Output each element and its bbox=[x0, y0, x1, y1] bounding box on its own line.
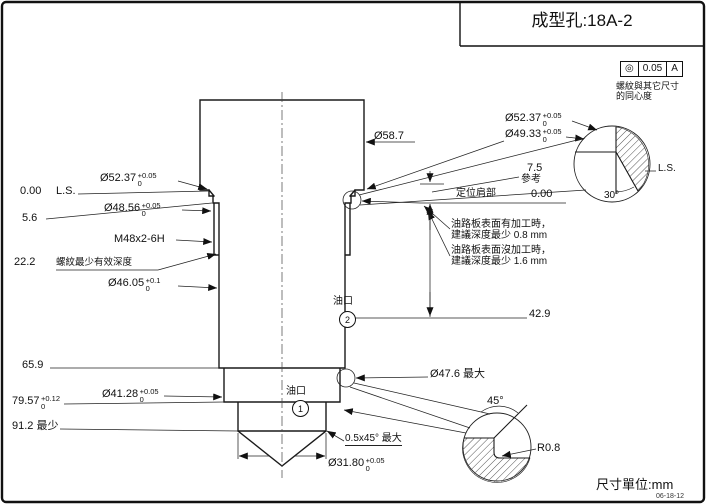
gdt-note-line2: 的同心度 bbox=[616, 91, 653, 101]
dimension-lines bbox=[45, 120, 598, 460]
ls-label-left: L.S. bbox=[56, 185, 76, 197]
note-unmachined-line1: 油路板表面沒加工時， bbox=[451, 245, 551, 256]
dim-65-9: 65.9 bbox=[22, 359, 44, 371]
dim-dia-58-7: Ø58.7 bbox=[374, 130, 404, 142]
oil-port-2-label: 油口 bbox=[333, 296, 353, 307]
datum-zero-left: 0.00 bbox=[20, 185, 42, 197]
detail-view-shoulder bbox=[573, 125, 656, 203]
angle-30-label: 30° bbox=[604, 190, 620, 201]
detail-balloons bbox=[336, 190, 362, 388]
gdt-tolerance: 0.05 bbox=[639, 62, 668, 76]
dim-thread-m48: M48x2-6H bbox=[114, 233, 165, 245]
oil-port-1-balloon: 1 bbox=[292, 400, 309, 417]
ls-label-detail: L.S. bbox=[658, 163, 676, 174]
dim-7-5: 7.5 bbox=[527, 162, 543, 174]
angle-45-label: 45° bbox=[487, 395, 504, 407]
gdt-frame: ◎ 0.05 A bbox=[620, 61, 683, 77]
oil-port-2-balloon: 2 bbox=[339, 311, 356, 328]
dim-91-2-min: 91.2 最少 bbox=[12, 420, 59, 432]
reference-label: 參考 bbox=[521, 174, 541, 185]
concentricity-icon: ◎ bbox=[621, 62, 639, 76]
note-unmachined-line2: 建議深度最少 1.6 mm bbox=[451, 256, 548, 267]
corner-note: 06-18-12 bbox=[656, 493, 685, 500]
gdt-datum: A bbox=[671, 63, 678, 74]
drawing-title: 成型孔:18A-2 bbox=[531, 11, 633, 30]
dim-22-2: 22.2 bbox=[14, 256, 36, 268]
dim-dia-47-6-max: Ø47.6 最大 bbox=[430, 368, 486, 380]
locating-shoulder-label: 定位肩部 bbox=[456, 188, 496, 199]
units-label: 尺寸單位:mm bbox=[596, 477, 674, 492]
note-machined-line1: 油路板表面有加工時， bbox=[451, 219, 551, 230]
gdt-note-line1: 螺紋與其它尺寸 bbox=[616, 81, 680, 91]
oil-port-1-label: 油口 bbox=[286, 386, 306, 397]
chamfer-note: 0.5x45° 最大 bbox=[345, 433, 402, 446]
dim-42-9: 42.9 bbox=[529, 308, 551, 320]
radius-0-8-label: R0.8 bbox=[537, 442, 561, 454]
detail-view-corner bbox=[462, 404, 532, 483]
datum-zero-right: 0.00 bbox=[531, 188, 553, 200]
dim-5-6: 5.6 bbox=[22, 212, 38, 224]
thread-depth-note: 螺紋最少有效深度 bbox=[56, 257, 133, 268]
note-machined-line2: 建議深度最少 0.8 mm bbox=[451, 230, 548, 241]
